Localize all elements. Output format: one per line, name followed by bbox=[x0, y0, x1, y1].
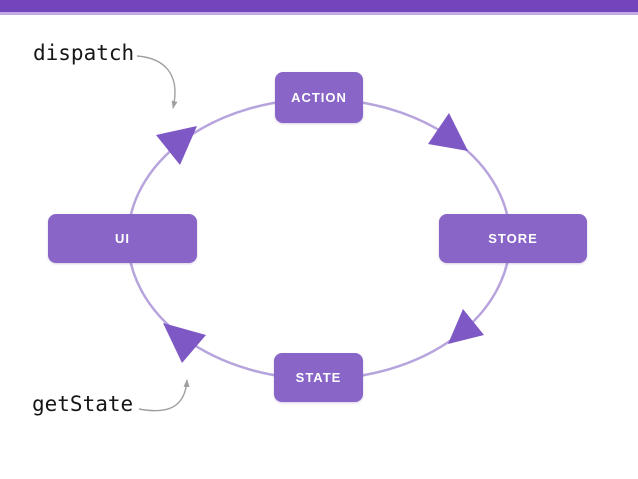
top-accent-bar-strip bbox=[0, 12, 638, 15]
flow-arrowhead-action-to-store-icon bbox=[428, 113, 468, 151]
node-ui: UI bbox=[48, 214, 197, 263]
flow-arrowhead-store-to-state-icon bbox=[448, 309, 484, 344]
node-state-label: STATE bbox=[295, 370, 342, 385]
annotation-dispatch: dispatch bbox=[33, 41, 135, 65]
flow-arrowhead-state-to-ui-icon bbox=[163, 323, 206, 363]
node-action-label: ACTION bbox=[291, 90, 347, 105]
node-action: ACTION bbox=[275, 72, 363, 123]
top-accent-bar bbox=[0, 0, 638, 12]
node-store-label: STORE bbox=[488, 231, 538, 246]
dispatch-pointer-arrow bbox=[136, 55, 178, 109]
annotation-getstate: getState bbox=[32, 392, 134, 416]
node-state: STATE bbox=[274, 353, 363, 402]
flow-arrowhead-ui-to-action-icon bbox=[156, 126, 197, 165]
getstate-pointer-arrow bbox=[138, 379, 190, 412]
node-store: STORE bbox=[439, 214, 587, 263]
node-ui-label: UI bbox=[115, 231, 130, 246]
